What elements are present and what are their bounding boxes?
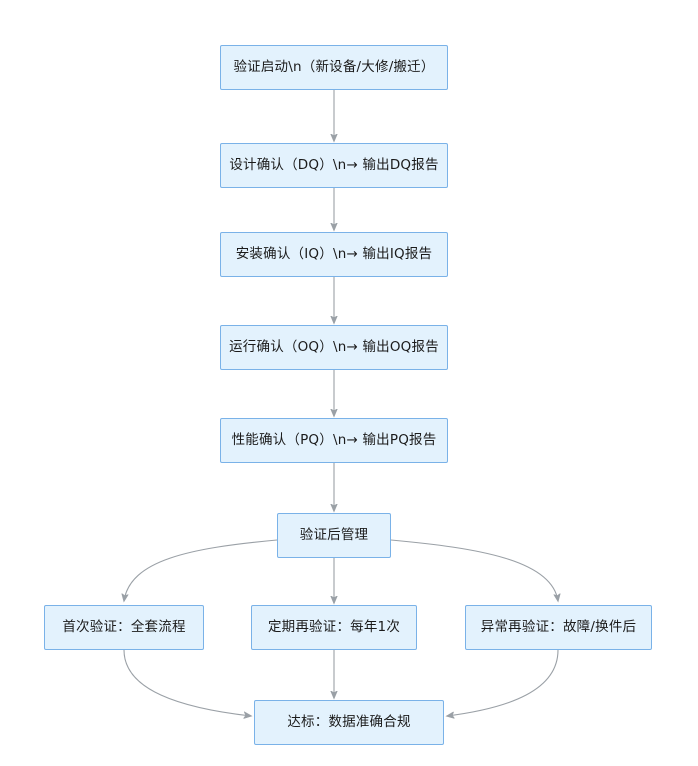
node-periodic-revalidation[interactable]: 定期再验证：每年1次 xyxy=(251,605,417,650)
node-pq-label: 性能确认（PQ）\n→ 输出PQ报告 xyxy=(231,432,437,449)
edge-postmgmt-to-abnormal xyxy=(390,539,558,601)
node-pq[interactable]: 性能确认（PQ）\n→ 输出PQ报告 xyxy=(220,418,448,463)
node-dq[interactable]: 设计确认（DQ）\n→ 输出DQ报告 xyxy=(220,143,448,188)
edge-first-to-goal xyxy=(123,649,251,716)
edge-postmgmt-to-first xyxy=(124,539,278,601)
node-abnormal-revalidation-label: 异常再验证：故障/换件后 xyxy=(480,619,637,636)
node-start[interactable]: 验证启动\n（新设备/大修/搬迁） xyxy=(220,45,448,90)
node-abnormal-revalidation[interactable]: 异常再验证：故障/换件后 xyxy=(465,605,652,650)
node-first-validation[interactable]: 首次验证：全套流程 xyxy=(44,605,204,650)
node-iq-label: 安装确认（IQ）\n→ 输出IQ报告 xyxy=(235,246,433,263)
node-post-validation-management[interactable]: 验证后管理 xyxy=(277,513,391,558)
edge-abnormal-to-goal xyxy=(447,649,559,716)
node-start-label: 验证启动\n（新设备/大修/搬迁） xyxy=(233,59,435,76)
node-iq[interactable]: 安装确认（IQ）\n→ 输出IQ报告 xyxy=(220,232,448,277)
node-first-validation-label: 首次验证：全套流程 xyxy=(62,619,186,636)
node-goal[interactable]: 达标：数据准确合规 xyxy=(254,700,444,745)
node-oq-label: 运行确认（OQ）\n→ 输出OQ报告 xyxy=(229,339,439,356)
node-periodic-revalidation-label: 定期再验证：每年1次 xyxy=(267,619,401,636)
node-dq-label: 设计确认（DQ）\n→ 输出DQ报告 xyxy=(229,157,439,174)
node-goal-label: 达标：数据准确合规 xyxy=(287,714,411,731)
node-oq[interactable]: 运行确认（OQ）\n→ 输出OQ报告 xyxy=(220,325,448,370)
node-post-validation-management-label: 验证后管理 xyxy=(299,527,369,544)
